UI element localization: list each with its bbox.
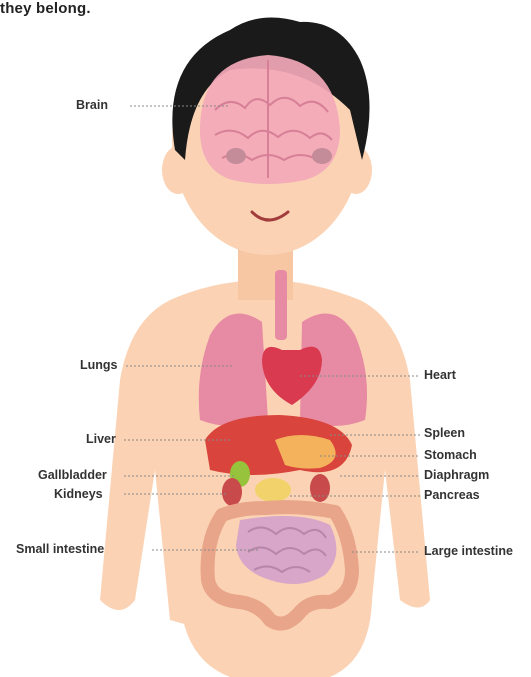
label-stomach: Stomach (424, 448, 477, 462)
label-gallbladder: Gallbladder (38, 468, 107, 482)
pancreas (255, 478, 291, 502)
label-spleen: Spleen (424, 426, 465, 440)
label-diaphragm: Diaphragm (424, 468, 489, 482)
kidney-right (310, 474, 330, 502)
label-liver: Liver (86, 432, 116, 446)
label-small-intestine: Small intestine (16, 542, 104, 556)
label-pancreas: Pancreas (424, 488, 480, 502)
kidney-left (222, 478, 242, 506)
label-brain: Brain (76, 98, 108, 112)
right-eye (312, 148, 332, 164)
label-large-intestine: Large intestine (424, 544, 513, 558)
label-heart: Heart (424, 368, 456, 382)
left-eye (226, 148, 246, 164)
trachea (275, 270, 287, 340)
label-kidneys: Kidneys (54, 487, 103, 501)
label-lungs: Lungs (80, 358, 118, 372)
